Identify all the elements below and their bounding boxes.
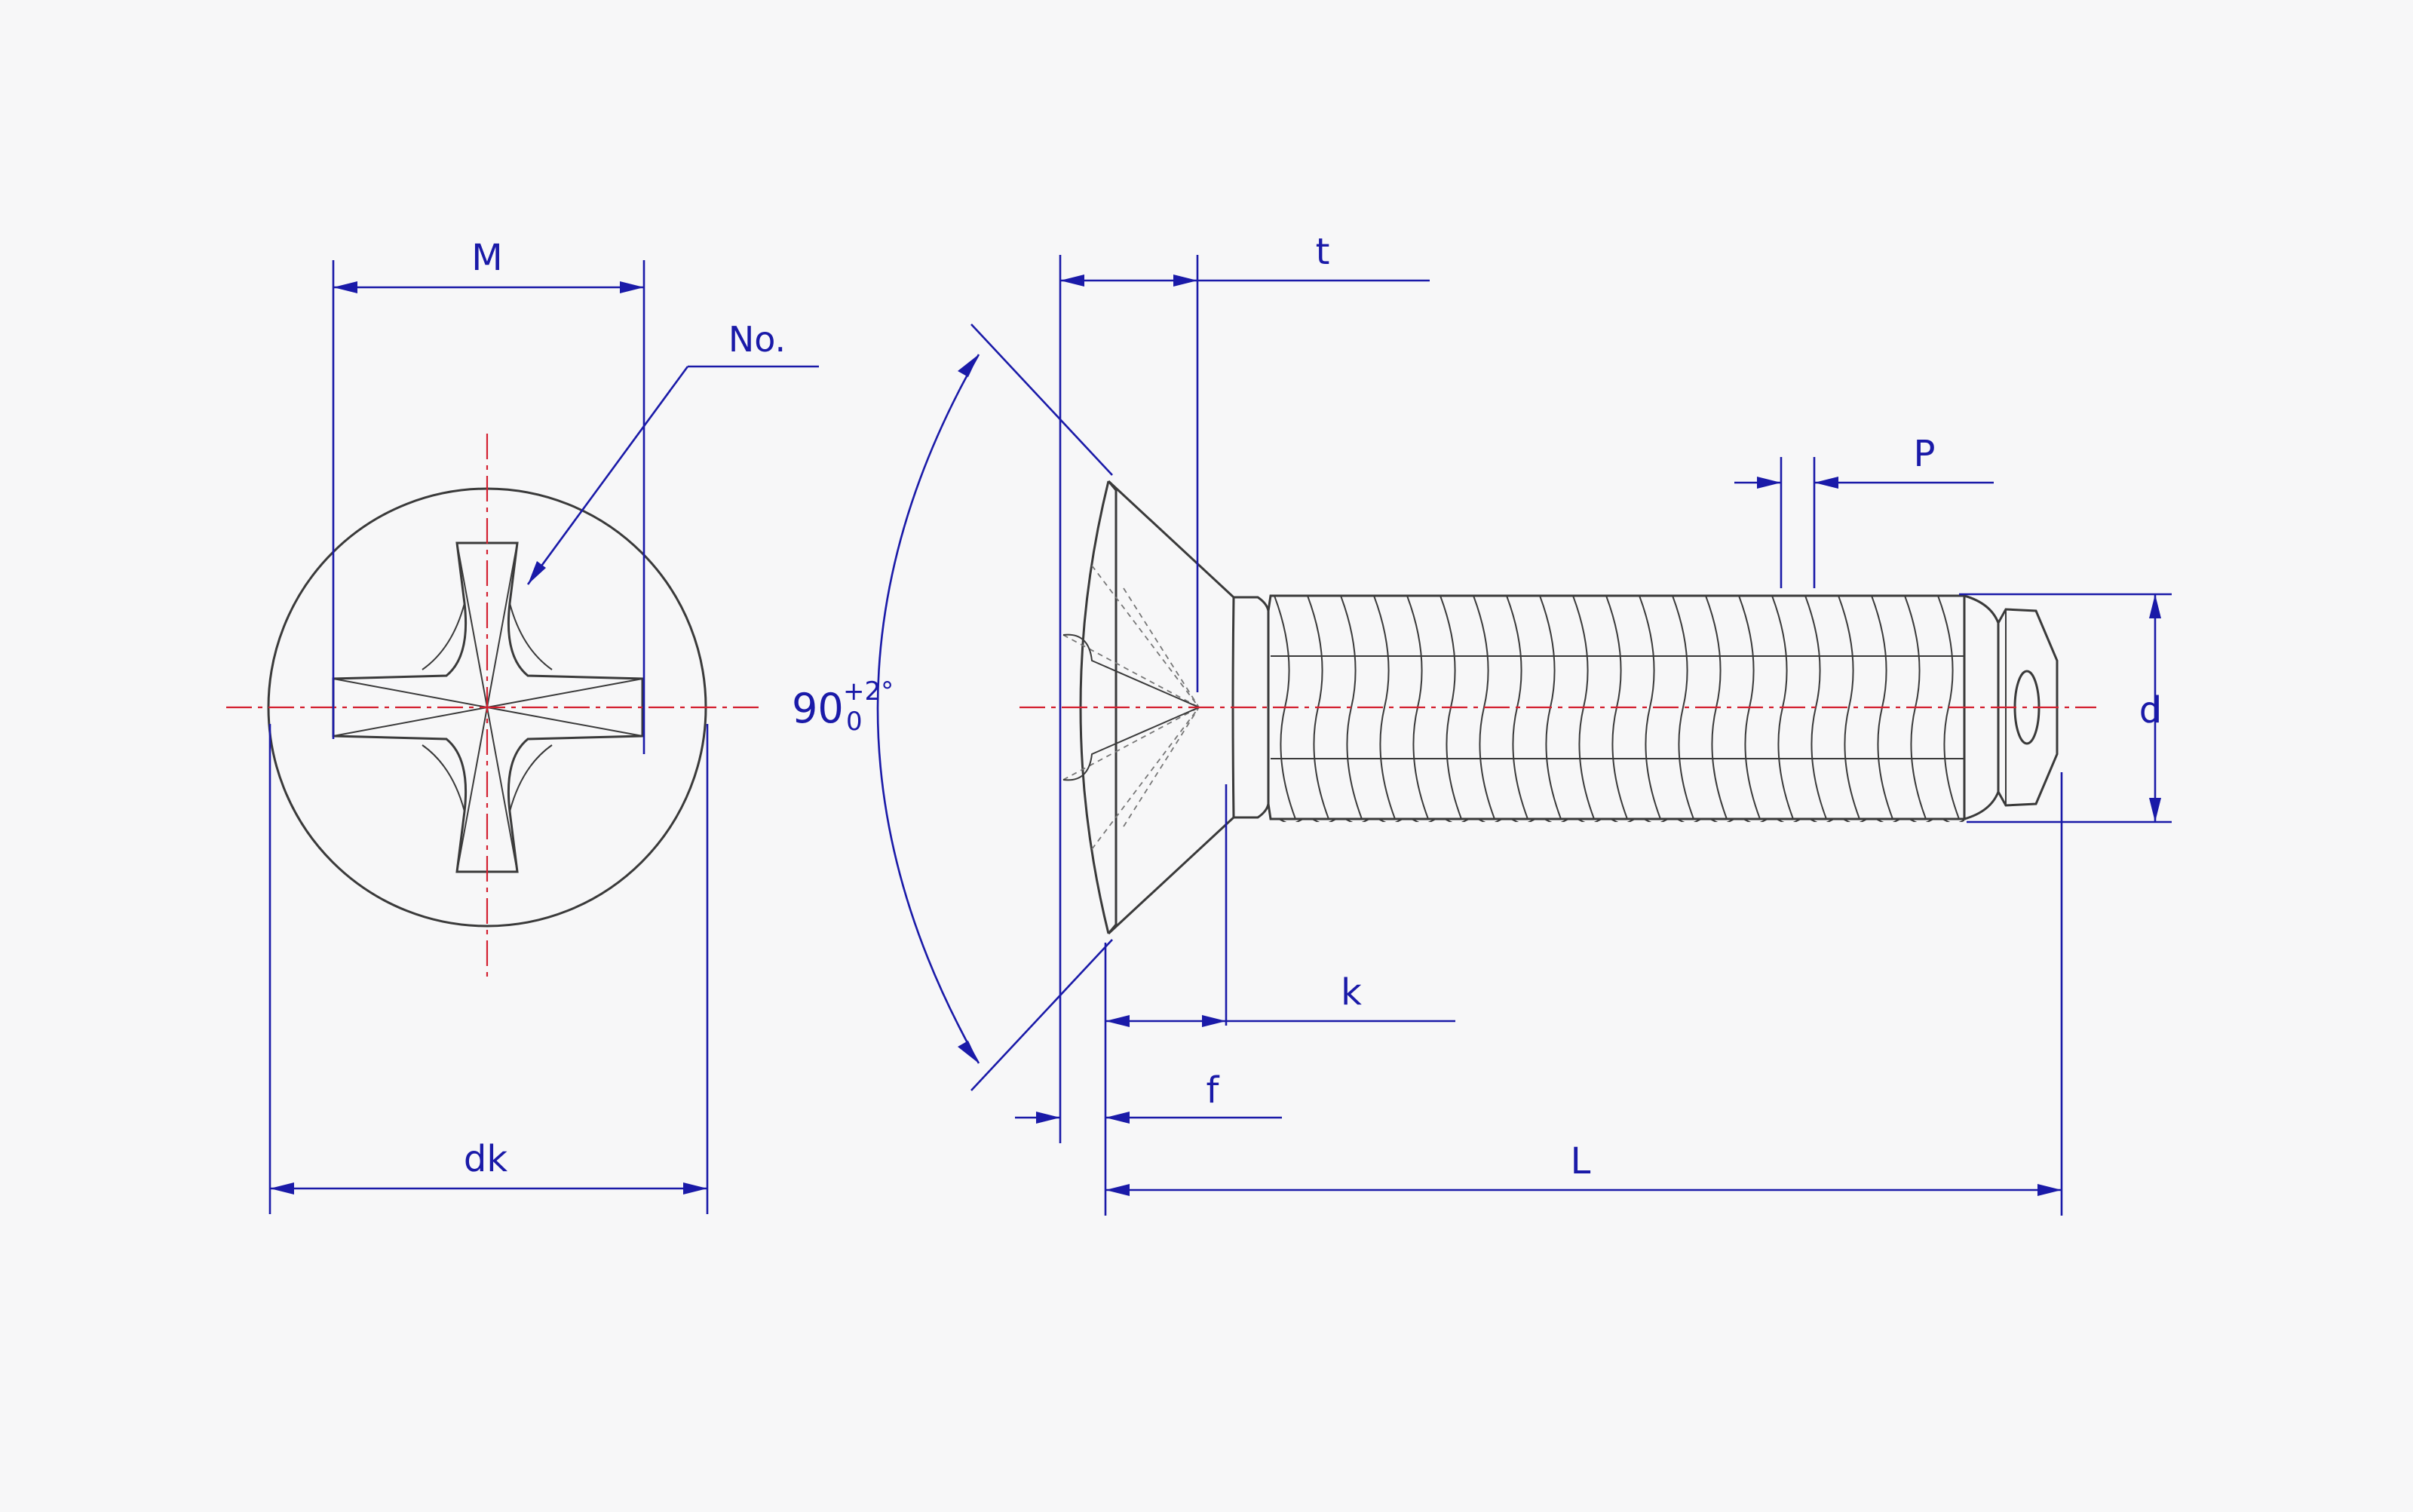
- dimension-P: P: [1734, 433, 1994, 588]
- dimension-dk: dk: [268, 724, 709, 1214]
- thread-root: [1842, 818, 1868, 822]
- label-t: t: [1316, 231, 1330, 273]
- phillips-recess: [332, 541, 644, 873]
- thread-root: [1809, 818, 1835, 822]
- thread-root: [1278, 818, 1304, 822]
- dimension-f: f: [1015, 943, 1282, 1216]
- thread-line: [1639, 596, 1661, 820]
- label-No: No.: [728, 319, 786, 360]
- label-f: f: [1206, 1069, 1220, 1112]
- thread-line: [1672, 596, 1694, 820]
- label-k: k: [1341, 971, 1362, 1014]
- label-angle-tol-lower: 0: [846, 707, 863, 737]
- thread-root: [1444, 818, 1470, 822]
- leader-No: No.: [526, 319, 819, 585]
- thread-line: [1838, 596, 1860, 820]
- label-angle: 90: [792, 685, 844, 732]
- thread-root: [1344, 818, 1370, 822]
- thread-line: [1373, 596, 1396, 820]
- label-L: L: [1571, 1140, 1591, 1182]
- thread-root: [1942, 818, 1964, 822]
- thread-root: [1676, 818, 1702, 822]
- thread-root: [1743, 818, 1768, 822]
- label-dk: dk: [464, 1138, 507, 1180]
- dimension-d: d: [1959, 593, 2172, 823]
- thread-root: [1510, 818, 1536, 822]
- screw-side-view: 90 +2° 0 t k: [792, 231, 2172, 1216]
- head-top-view: M No. dk: [226, 237, 819, 1214]
- dimension-t: t: [1059, 231, 1430, 1143]
- dimension-L: L: [1105, 772, 2063, 1216]
- thread-root: [1875, 818, 1901, 822]
- label-P: P: [1914, 433, 1936, 475]
- thread-root: [1909, 818, 1934, 822]
- thread-root: [1544, 818, 1569, 822]
- thread-root: [1311, 818, 1337, 822]
- recess-hidden-lines: [1062, 565, 1201, 850]
- thread-root: [1577, 818, 1602, 822]
- thread-root: [1776, 818, 1801, 822]
- thread-root: [1378, 818, 1403, 822]
- thread-root: [1411, 818, 1436, 822]
- label-M: M: [471, 237, 502, 279]
- dimension-k: k: [1105, 784, 1455, 1027]
- thread-root: [1610, 818, 1636, 822]
- thread-root: [1709, 818, 1735, 822]
- dimension-angle: 90 +2° 0: [792, 324, 1113, 1091]
- thread-root: [1477, 818, 1503, 822]
- thread-root: [1643, 818, 1669, 822]
- label-angle-tol-upper: +2°: [843, 676, 894, 707]
- label-d: d: [2139, 689, 2162, 731]
- dimension-M: M: [332, 237, 645, 754]
